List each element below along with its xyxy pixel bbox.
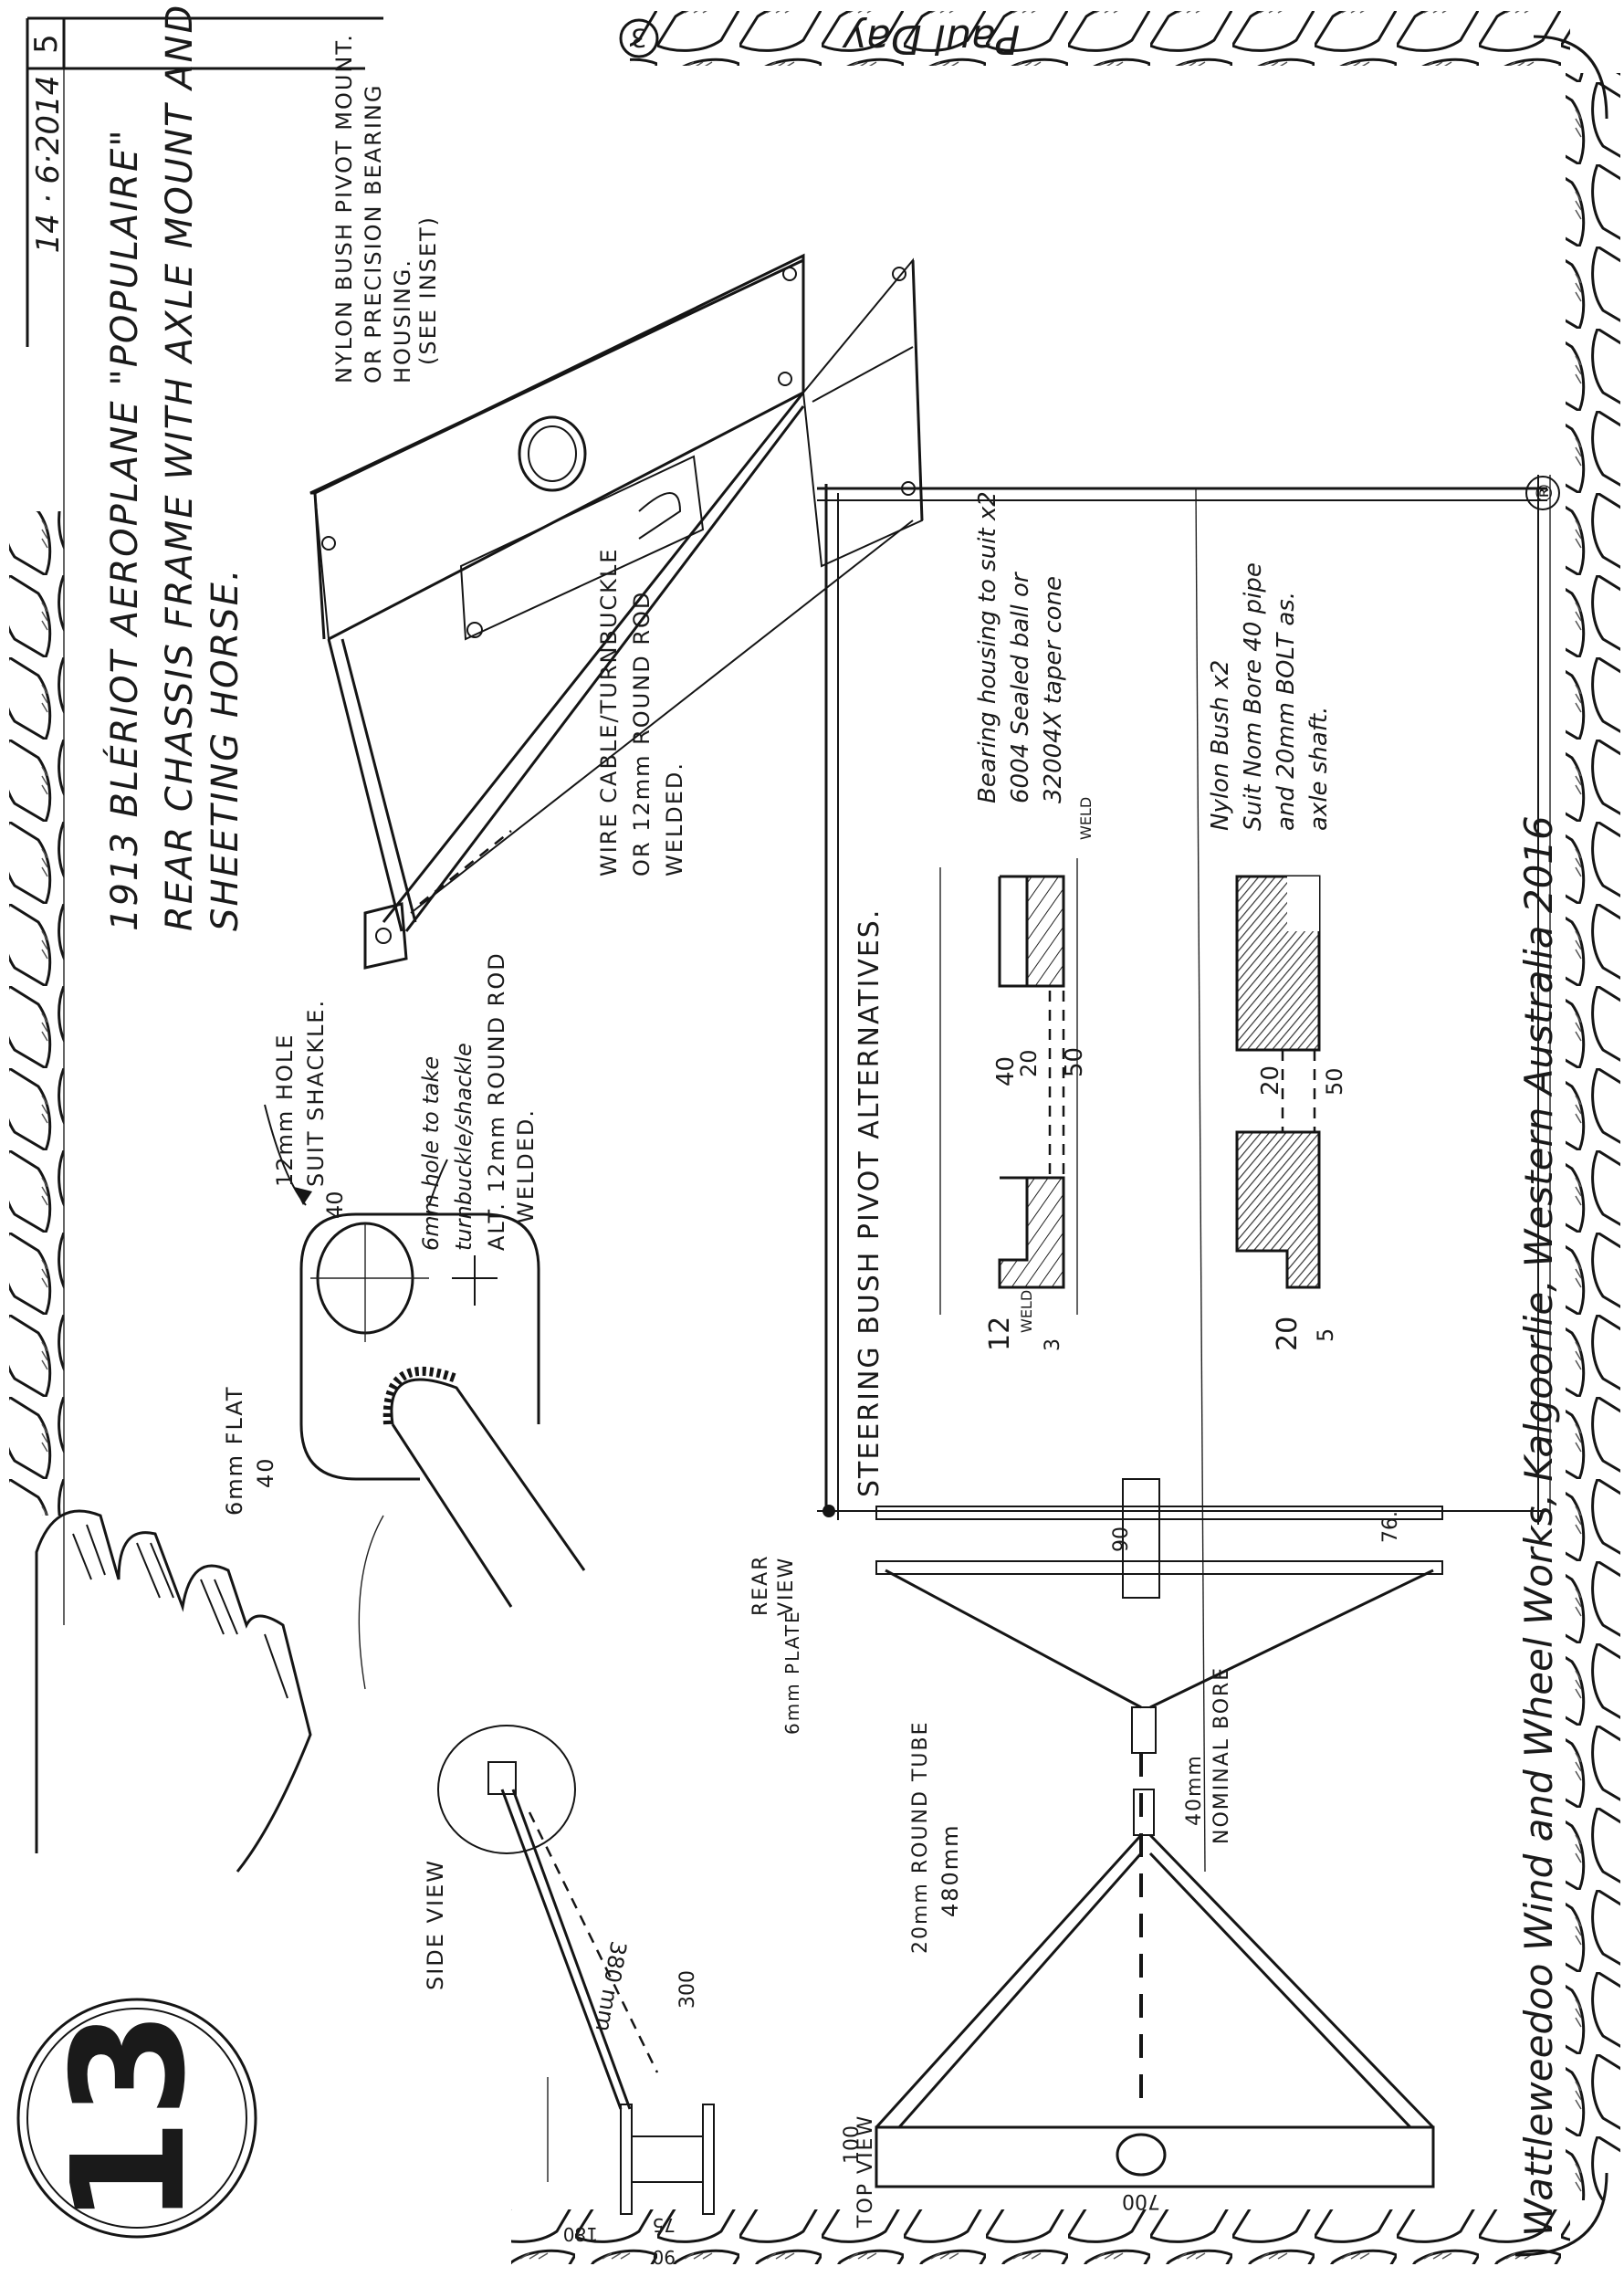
svg-text:50: 50 [1322,1067,1347,1096]
svg-text:76.: 76. [1379,1511,1402,1543]
bearing-dims: 40 20 50 12 3 WELD WELD [984,797,1095,1351]
isometric-frame-drawing [309,253,1206,1873]
svg-text:ALT. 12mm ROUND ROD: ALT. 12mm ROUND ROD [484,951,509,1251]
registered-mark: ® [1525,476,1560,510]
plate-number-badge: 13 [16,1998,257,2239]
svg-text:380 mm: 380 mm [591,1939,632,2034]
svg-text:HOUSING.: HOUSING. [390,258,415,383]
svg-text:Bearing housing to suit x2: Bearing housing to suit x2 [974,491,1001,803]
svg-text:20mm ROUND TUBE: 20mm ROUND TUBE [909,1721,932,1954]
svg-text:and 20mm BOLT as.: and 20mm BOLT as. [1273,592,1300,831]
sheet-number: 5 [28,34,65,54]
hole-note: 12mm HOLE SUIT SHACKLE. [272,999,329,1187]
svg-text:12mm HOLE: 12mm HOLE [272,1034,298,1187]
svg-text:32004X taper cone: 32004X taper cone [1040,576,1067,803]
rear-view-drawing: 90 76. [875,1478,1443,1754]
svg-text:®: ® [1532,482,1557,504]
svg-text:6mm PLATE: 6mm PLATE [781,1610,803,1735]
svg-text:50: 50 [1061,1047,1088,1077]
svg-text:180: 180 [563,2223,598,2245]
svg-text:480mm: 480mm [938,1823,963,1917]
nylon-bush-note: Nylon Bush x2 Suit Nom Bore 40 pipe and … [1207,562,1333,831]
svg-text:5: 5 [28,34,65,54]
svg-text:Wattleweedoo Wind and Wheel Wo: Wattleweedoo Wind and Wheel Works, Kalgo… [1516,815,1561,2237]
svg-text:NYLON BUSH PIVOT MOUNT.: NYLON BUSH PIVOT MOUNT. [331,33,357,383]
steering-bush-box [817,475,1551,1525]
svg-text:3: 3 [631,23,647,53]
signature: Paul Day [842,16,1020,62]
svg-text:40: 40 [253,1456,278,1488]
rear-plate-label: 6mm PLATE [781,1610,803,1735]
svg-text:OR 12mm ROUND ROD: OR 12mm ROUND ROD [629,591,655,876]
svg-text:Nylon Bush x2: Nylon Bush x2 [1207,660,1234,831]
footer-credit: Wattleweedoo Wind and Wheel Works, Kalgo… [1516,815,1561,2237]
svg-text:SHEETING HORSE.: SHEETING HORSE. [204,567,246,931]
top-view-drawing: 100 700 [841,1753,1435,2212]
svg-text:300: 300 [676,1970,699,2009]
svg-text:40: 40 [992,1056,1020,1086]
date-label: 14 · 6·2014 [30,76,67,254]
svg-text:100: 100 [841,2125,864,2164]
shackle-plate-drawing [264,1104,586,1690]
cable-note: WIRE CABLE/TURNBUCKLE OR 12mm ROUND ROD … [596,548,687,876]
svg-text:20: 20 [1257,1065,1284,1096]
svg-text:14 · 6·2014: 14 · 6·2014 [30,76,67,254]
svg-text:WIRE CABLE/TURNBUCKLE: WIRE CABLE/TURNBUCKLE [596,548,622,876]
title-block-frame [26,16,383,1625]
svg-text:12: 12 [984,1317,1016,1351]
rear-view-label: REAR VIEW [749,1554,798,1616]
svg-text:90: 90 [1110,1527,1133,1552]
side-view-drawing: 380 mm 300 180 75 90 [437,1725,715,2268]
svg-text:axle shaft.: axle shaft. [1305,707,1333,831]
svg-text:40: 40 [322,1191,348,1219]
plate-label: 6mm FLAT 40 [222,1385,278,1516]
rope-border [9,11,1620,2264]
bearing-housing-section [939,858,1078,1315]
bearing-mount-note: NYLON BUSH PIVOT MOUNT. OR PRECISION BEA… [331,33,441,383]
svg-text:STEERING BUSH PIVOT ALTERNATIV: STEERING BUSH PIVOT ALTERNATIVES. [854,908,885,1497]
svg-text:SIDE VIEW: SIDE VIEW [423,1859,448,1990]
bearing-housing-note: Bearing housing to suit x2 6004 Sealed b… [974,491,1067,803]
side-hole-note: 6mm hole to take turnbuckle/shackle ALT.… [418,951,539,1251]
svg-text:SUIT SHACKLE.: SUIT SHACKLE. [303,999,329,1187]
svg-text:NOMINAL BORE: NOMINAL BORE [1210,1666,1233,1844]
svg-text:700: 700 [1122,2189,1160,2212]
svg-text:20: 20 [1272,1317,1304,1351]
svg-text:REAR CHASSIS FRAME WITH AXLE M: REAR CHASSIS FRAME WITH AXLE MOUNT AND [159,4,201,931]
svg-text:5: 5 [1313,1328,1338,1342]
svg-text:turnbuckle/shackle: turnbuckle/shackle [451,1043,477,1251]
svg-text:3: 3 [1042,1338,1064,1351]
svg-text:6004 Sealed ball or: 6004 Sealed ball or [1007,571,1034,803]
svg-text:20: 20 [1016,1049,1042,1077]
steering-bush-heading: STEERING BUSH PIVOT ALTERNATIVES. [854,908,885,1497]
svg-text:6mm FLAT: 6mm FLAT [222,1385,247,1516]
svg-text:6mm hole to take: 6mm hole to take [418,1056,444,1251]
top-view-label: TOP VIEW [854,2114,877,2229]
hand-emblem [35,1509,312,1873]
svg-text:WELDED.: WELDED. [662,761,687,876]
title: 1913 BLÉRIOT AEROPLANE "POPULAIRE" REAR … [102,4,246,931]
tube-note: 20mm ROUND TUBE 480mm [909,1721,963,1954]
svg-text:VIEW: VIEW [775,1557,798,1616]
nylon-dims: 20 50 20 5 [1257,1065,1347,1351]
svg-text:WELD: WELD [1018,1290,1035,1333]
svg-text:REAR: REAR [749,1554,772,1616]
corner-mark: 3 [619,18,659,58]
side-view-label: SIDE VIEW [423,1859,448,1990]
svg-text:90: 90 [653,2246,676,2268]
svg-text:1913 BLÉRIOT AEROPLANE "POPULA: 1913 BLÉRIOT AEROPLANE "POPULAIRE" [102,128,146,931]
nylon-bush-section [1235,875,1321,1289]
svg-text:Suit Nom Bore 40 pipe: Suit Nom Bore 40 pipe [1240,562,1267,831]
svg-text:TOP VIEW: TOP VIEW [854,2114,877,2229]
bore-note: 40mm NOMINAL BORE [1183,1666,1233,1844]
svg-text:WELDED.: WELDED. [513,1108,539,1223]
svg-text:Paul Day: Paul Day [842,16,1020,62]
svg-text:(SEE INSET): (SEE INSET) [415,215,441,365]
svg-text:75: 75 [653,2214,676,2236]
svg-text:40mm: 40mm [1183,1754,1206,1826]
svg-text:WELD: WELD [1077,797,1095,840]
svg-text:13: 13 [39,2010,220,2227]
svg-text:OR PRECISION BEARING: OR PRECISION BEARING [361,84,386,383]
plate-width-dim: 40 [322,1191,348,1219]
